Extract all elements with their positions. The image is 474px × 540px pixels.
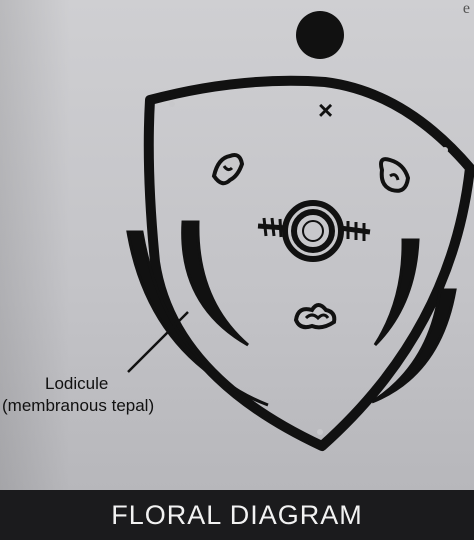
ovule [291, 209, 335, 253]
lodicule-label: Lodicule [45, 374, 109, 393]
bract-notch [442, 147, 448, 153]
mother-axis [296, 11, 344, 59]
page-shadow [0, 0, 70, 540]
gynoecium [257, 200, 371, 262]
lodicule-label-sub: (membranous tepal) [2, 396, 155, 415]
palea-left [126, 230, 269, 407]
palea-right [371, 288, 457, 404]
lodicule-left [181, 220, 249, 347]
caption-bar: FLORAL DIAGRAM [0, 490, 474, 540]
stamen-mark: × [318, 95, 334, 125]
bract-notch [317, 429, 323, 435]
floral-diagram [126, 11, 474, 451]
anther-lobe [389, 173, 400, 181]
anther-lobe [304, 313, 330, 321]
label-leader-line [127, 311, 189, 373]
anther-lobe [222, 165, 234, 172]
corner-text: e [462, 0, 470, 17]
lemma-bract [143, 75, 474, 451]
bract-notch [169, 101, 175, 107]
figure-caption: FLORAL DIAGRAM [111, 499, 363, 530]
lodicule-right [373, 238, 420, 347]
